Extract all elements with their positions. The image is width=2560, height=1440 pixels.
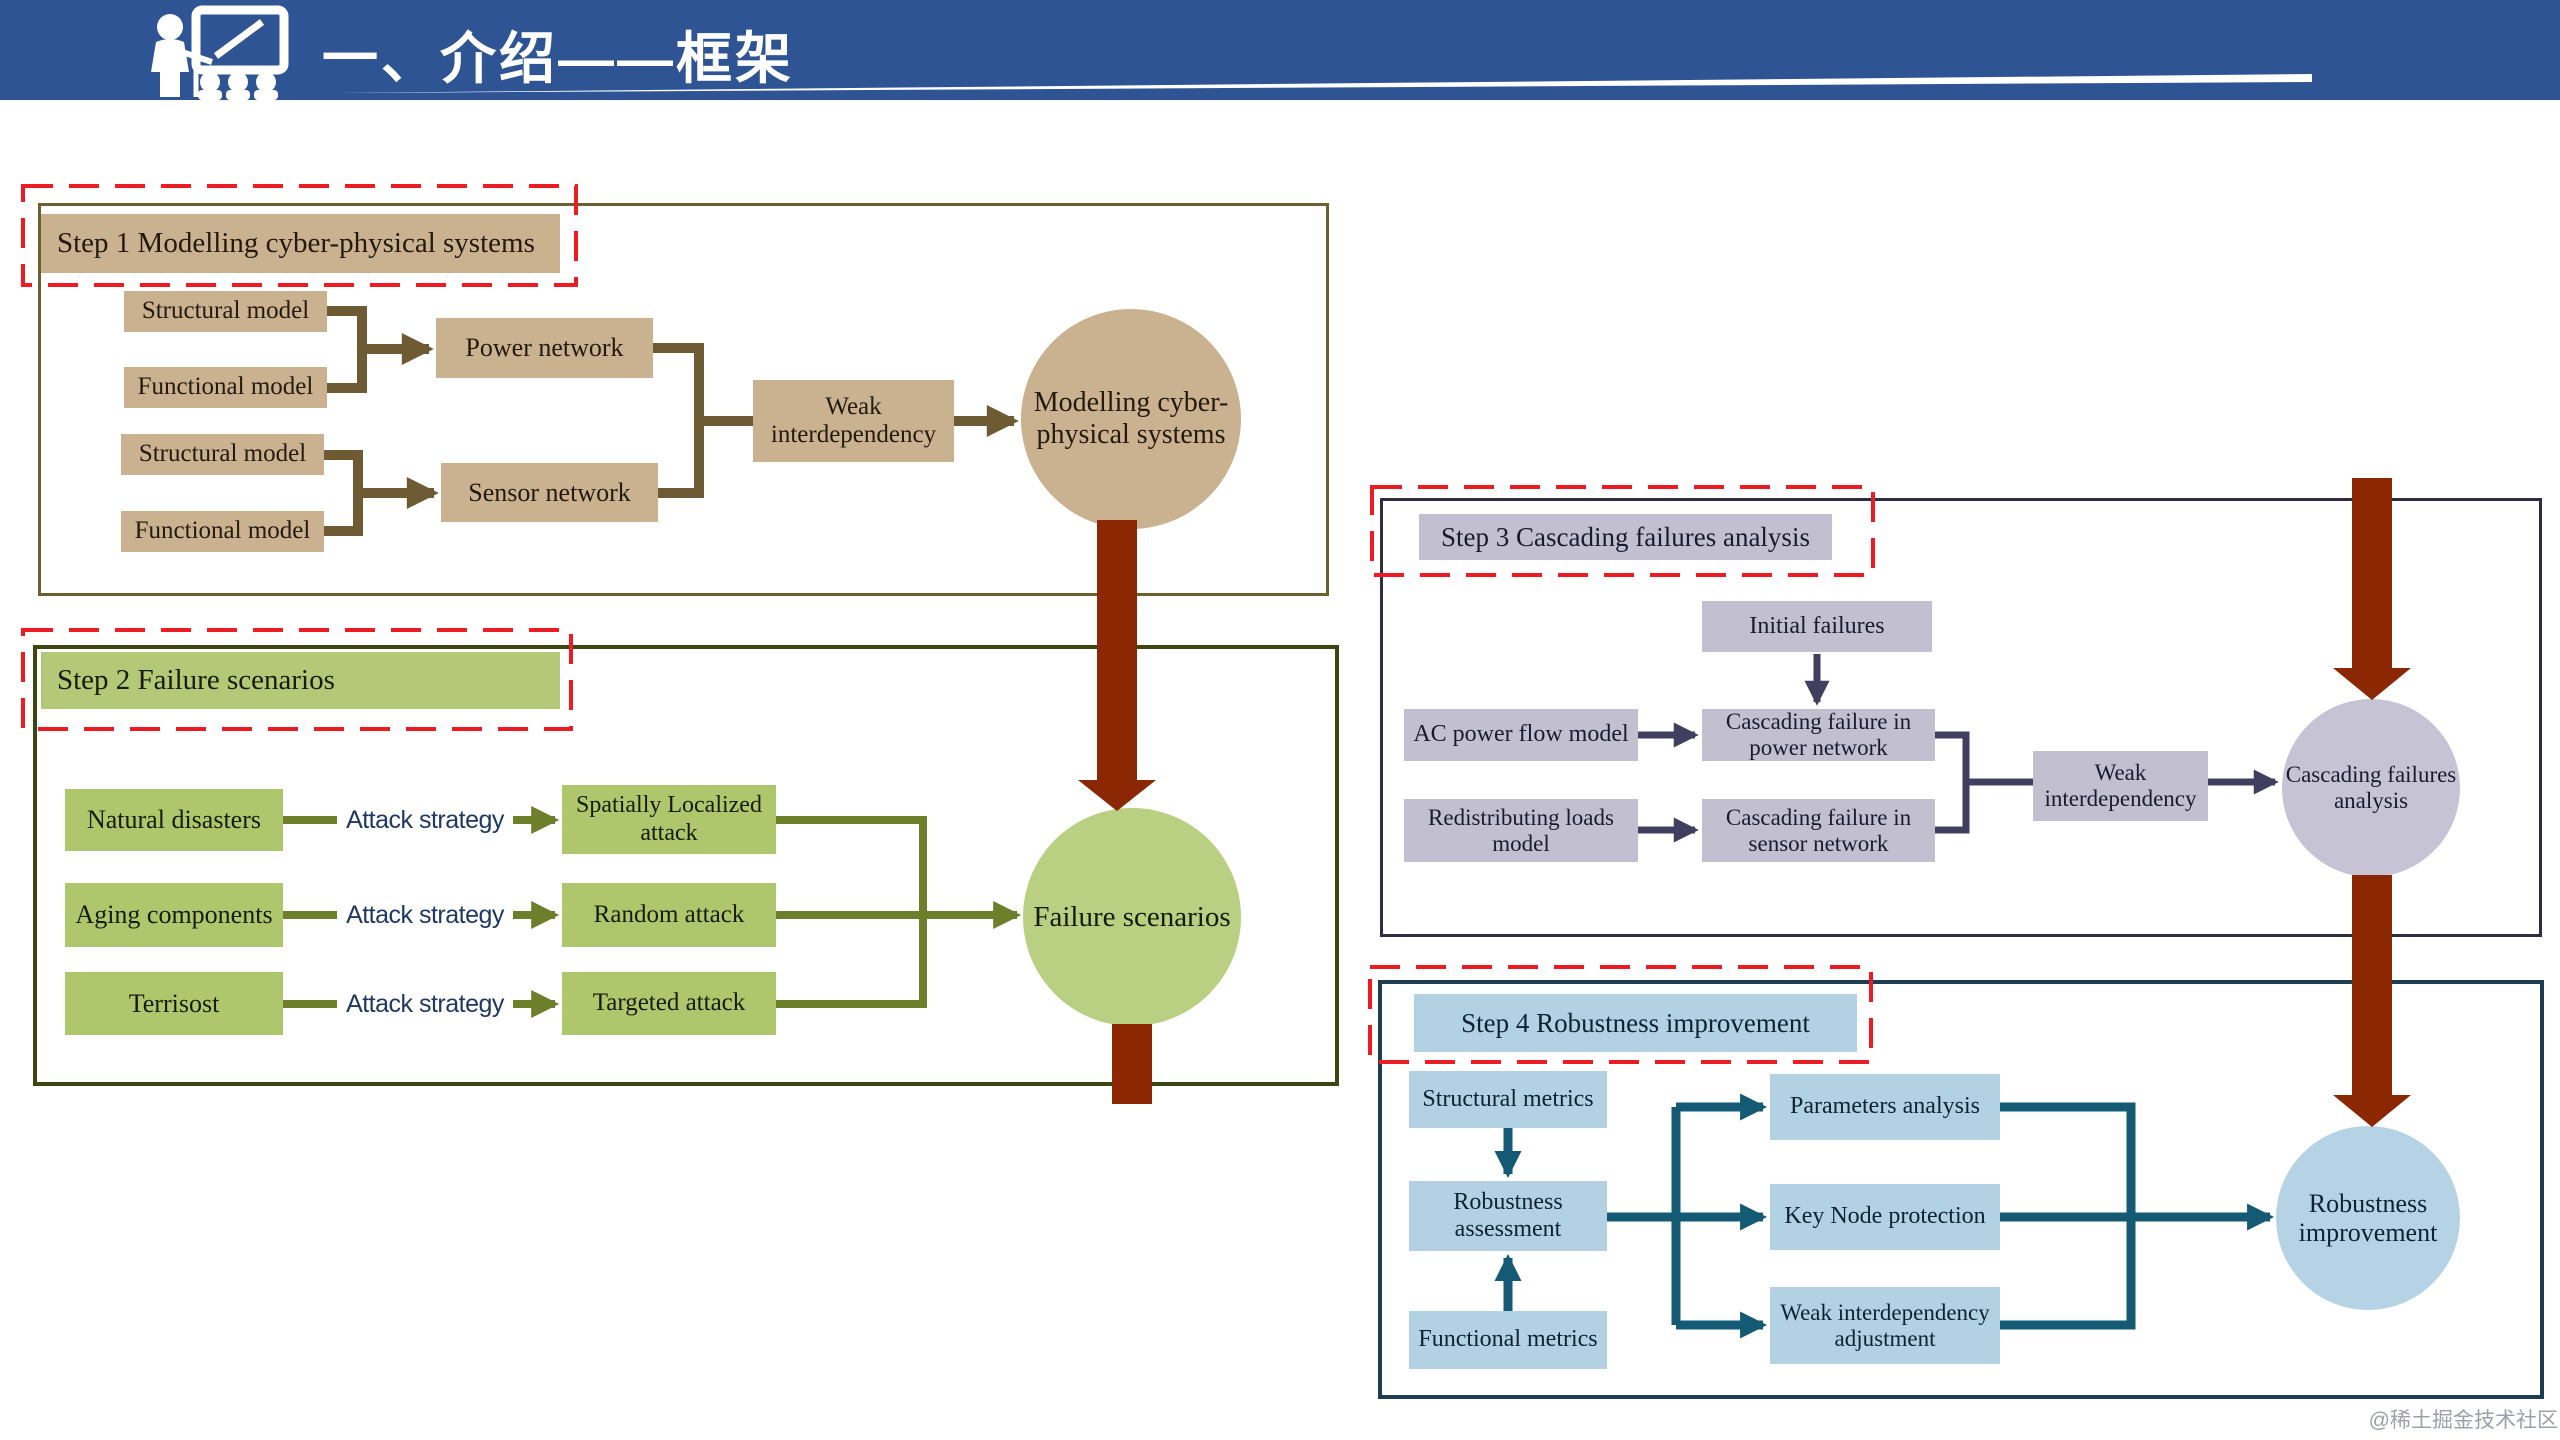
- weak-interdependency-adjustment-box: Weak interdependency adjustment: [1770, 1287, 2000, 1364]
- spatially-localized-attack-box: Spatially Localized attack: [562, 785, 776, 854]
- header-bar: 一、介绍——框架: [0, 0, 2560, 100]
- parameters-analysis-box: Parameters analysis: [1770, 1074, 2000, 1140]
- structural-model-1-box: Structural model: [124, 291, 327, 332]
- lines-sources-to-strategy: [283, 816, 337, 1008]
- watermark: @稀土掘金技术社区: [2368, 1409, 2558, 1432]
- presenter-icon: [151, 5, 2312, 100]
- key-node-protection-box: Key Node protection: [1770, 1184, 2000, 1250]
- random-attack-box: Random attack: [562, 883, 776, 947]
- aging-components-box: Aging components: [65, 883, 283, 947]
- arrow-cascading-to-robustness: [2333, 875, 2411, 1127]
- robustness-assessment-box: Robustness assessment: [1409, 1181, 1607, 1251]
- step1-container: [38, 203, 1329, 596]
- structural-model-2-box: Structural model: [121, 434, 324, 475]
- bracket-networks-weak: [653, 343, 755, 498]
- attack-strategy-label-2: Attack strategy: [346, 900, 504, 929]
- step3-title: Step 3 Cascading failures analysis: [1419, 514, 1832, 560]
- red-dashed-frame-step2: [21, 628, 573, 731]
- functional-model-2-box: Functional model: [121, 511, 324, 552]
- structural-metrics-box: Structural metrics: [1409, 1071, 1607, 1128]
- sensor-network-box: Sensor network: [441, 463, 658, 522]
- step4-title: Step 4 Robustness improvement: [1414, 994, 1857, 1052]
- initial-failures-box: Initial failures: [1702, 601, 1932, 652]
- modelling-circle: Modelling cyber-physical systems: [1021, 309, 1241, 529]
- weak-interdependency-box-step3: Weak interdependency: [2033, 751, 2208, 821]
- arrow-failure-down-stub: [1112, 1024, 1152, 1104]
- step4-container: [1378, 980, 2544, 1399]
- redistributing-loads-box: Redistributing loads model: [1404, 799, 1638, 862]
- page-title: 一、介绍——框架: [322, 27, 794, 90]
- functional-metrics-box: Functional metrics: [1409, 1311, 1607, 1369]
- arrow-modelling-to-failure: [1078, 520, 1156, 811]
- red-dashed-frame-step3: [1370, 485, 1875, 577]
- cascading-failure-sensor-box: Cascading failure in sensor network: [1702, 799, 1935, 862]
- red-dashed-frame-step4: [1368, 965, 1873, 1064]
- attack-strategy-label-3: Attack strategy: [346, 989, 504, 1018]
- bracket-cascading-weak: [1935, 731, 2035, 834]
- step1-title: Step 1 Modelling cyber-physical systems: [41, 214, 560, 273]
- power-network-box: Power network: [436, 318, 653, 378]
- cascading-analysis-circle: Cascading failures analysis: [2282, 699, 2460, 877]
- step3-container: [1380, 498, 2542, 937]
- red-dashed-frame-step1: [21, 184, 578, 287]
- weak-interdependency-box-step1: Weak interdependency: [753, 380, 954, 462]
- targeted-attack-box: Targeted attack: [562, 972, 776, 1035]
- natural-disasters-box: Natural disasters: [65, 789, 283, 851]
- functional-model-1-box: Functional model: [124, 367, 327, 408]
- header-underline: [335, 74, 2312, 93]
- attack-strategy-label-1: Attack strategy: [346, 805, 504, 834]
- terrisost-box: Terrisost: [65, 972, 283, 1035]
- arrow-top-to-cascading: [2333, 478, 2411, 700]
- step2-title: Step 2 Failure scenarios: [41, 652, 560, 709]
- failure-scenarios-circle: Failure scenarios: [1023, 808, 1241, 1026]
- cascading-failure-power-box: Cascading failure in power network: [1702, 709, 1935, 761]
- step2-container: [33, 645, 1339, 1086]
- ac-power-flow-model-box: AC power flow model: [1404, 709, 1638, 761]
- robustness-improvement-circle: Robustness improvement: [2276, 1126, 2460, 1310]
